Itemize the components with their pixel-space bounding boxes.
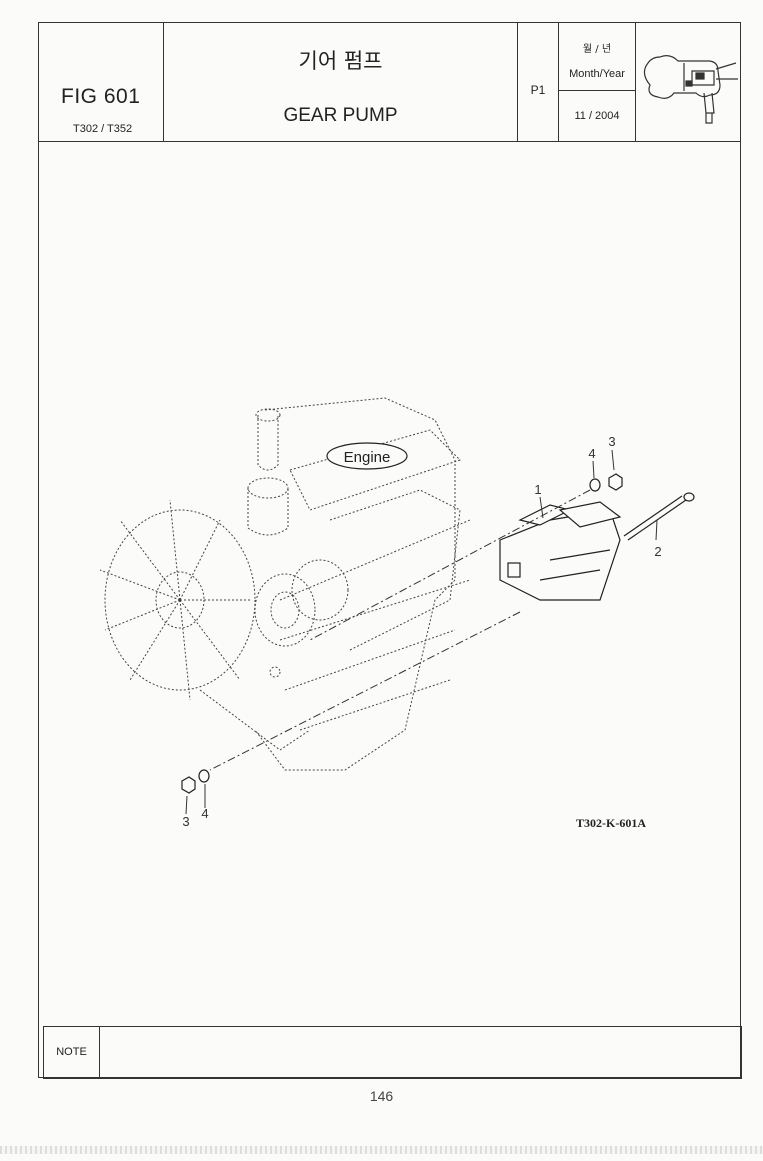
page-label: P1: [530, 83, 546, 97]
fasteners: [181, 473, 623, 794]
callout-1: 1: [534, 482, 541, 497]
title-cell: 기어 펌프 GEAR PUMP: [164, 23, 518, 141]
engine-outline: [99, 397, 471, 771]
fig-number: FIG 601: [61, 85, 141, 108]
machine-thumbnail-icon: [643, 55, 738, 124]
drawing-reference: T302-K-601A: [576, 816, 646, 830]
bolt: [623, 492, 695, 541]
date-value: 11 / 2004: [574, 110, 620, 122]
gear-pump: [499, 501, 622, 601]
engine-label-oval: [326, 442, 408, 470]
note-row: NOTE: [43, 1026, 742, 1079]
header: FIG 601 T302 / T352 기어 펌프 GEAR PUMP P1 월…: [39, 23, 740, 142]
machine-thumbnail: [636, 23, 742, 141]
date-divider: [559, 90, 635, 91]
title-korean: 기어 펌프: [298, 49, 383, 73]
date-cell: 월 / 년 Month/Year 11 / 2004: [559, 23, 636, 141]
fig-cell: FIG 601 T302 / T352: [39, 23, 164, 141]
callout-3-lower: 3: [182, 814, 189, 829]
page-cell: P1: [518, 23, 559, 141]
date-label: Month/Year: [569, 68, 625, 80]
callout-2: 2: [654, 544, 661, 559]
page-number: 146: [369, 1088, 394, 1104]
date-label-korean: 월 / 년: [582, 44, 612, 55]
engine-label: Engine: [344, 449, 391, 466]
title-english: GEAR PUMP: [283, 105, 398, 126]
callout-3: 3: [608, 434, 615, 449]
callout-4: 4: [588, 446, 595, 461]
note-label: NOTE: [44, 1027, 100, 1078]
callout-4-lower: 4: [201, 806, 208, 821]
assembly-lines: [209, 489, 591, 771]
scan-edge: [0, 1146, 763, 1154]
page-frame: FIG 601 T302 / T352 기어 펌프 GEAR PUMP P1 월…: [38, 22, 742, 1079]
model-numbers: T302 / T352: [73, 123, 133, 135]
leader-lines: [185, 449, 658, 815]
